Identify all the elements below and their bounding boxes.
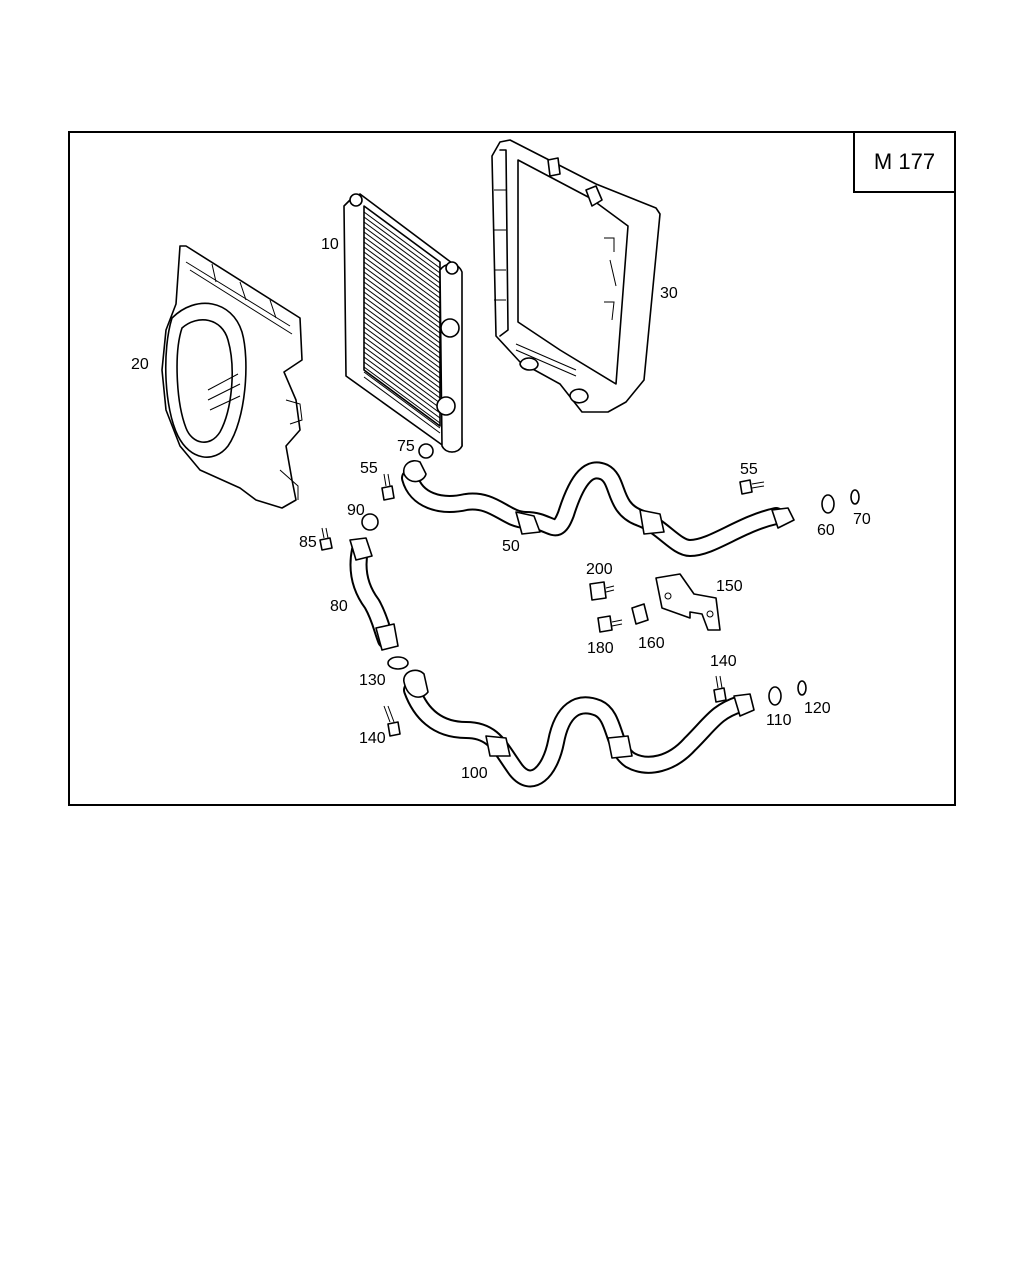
lower-hose-drawing xyxy=(403,669,755,788)
radiator-fin xyxy=(363,296,441,354)
part-label-160: 160 xyxy=(638,635,665,652)
radiator-fin xyxy=(363,346,441,404)
radiator-fin xyxy=(363,256,441,314)
part-label-70: 70 xyxy=(853,511,871,528)
part-labels: 10 20 30 50 55 55 60 70 75 80 85 90 100 … xyxy=(131,236,871,782)
fastener-drawings xyxy=(319,473,765,737)
radiator-fin xyxy=(363,216,441,274)
part-label-85: 85 xyxy=(299,534,317,551)
radiator-fin xyxy=(363,211,441,269)
upper-hose-drawing xyxy=(401,459,795,557)
radiator-fin xyxy=(363,301,441,359)
part-label-10: 10 xyxy=(321,236,339,253)
part-label-100: 100 xyxy=(461,765,488,782)
small-hose-drawing xyxy=(349,537,399,651)
part-label-75: 75 xyxy=(397,438,415,455)
radiator-fin xyxy=(363,251,441,309)
radiator-fin xyxy=(363,221,441,279)
seal-drawings xyxy=(361,443,860,706)
radiator-fin xyxy=(363,366,441,424)
part-label-55-right: 55 xyxy=(740,461,758,478)
radiator-fin xyxy=(363,291,441,349)
part-label-130: 130 xyxy=(359,672,386,689)
bracket-drawing xyxy=(631,573,721,631)
part-label-90: 90 xyxy=(347,502,365,519)
radiator-fin xyxy=(363,316,441,374)
radiator-fin xyxy=(363,341,441,399)
radiator-fin xyxy=(363,371,441,429)
radiator-fin xyxy=(363,331,441,389)
radiator-fin xyxy=(363,271,441,329)
part-label-55-left: 55 xyxy=(360,460,378,477)
model-code: M 177 xyxy=(873,149,936,174)
radiator-fin xyxy=(363,351,441,409)
radiator-fin xyxy=(363,306,441,364)
part-label-110: 110 xyxy=(766,712,792,729)
radiator-fin xyxy=(363,356,441,414)
radiator-fin xyxy=(363,276,441,334)
radiator-fin xyxy=(363,376,441,434)
radiator-fin xyxy=(363,226,441,284)
radiator-fin xyxy=(363,266,441,324)
radiator-fin xyxy=(363,261,441,319)
radiator-fin xyxy=(363,286,441,344)
part-label-200: 200 xyxy=(586,561,613,578)
part-label-50: 50 xyxy=(502,538,520,555)
radiator-fin xyxy=(363,361,441,419)
part-label-20: 20 xyxy=(131,356,149,373)
part-label-60: 60 xyxy=(817,522,835,539)
radiator-fin xyxy=(363,241,441,299)
radiator-fin xyxy=(363,326,441,384)
radiator-fin xyxy=(363,281,441,339)
radiator-fin xyxy=(363,231,441,289)
fan-shroud-drawing xyxy=(161,245,303,509)
radiator-fin xyxy=(363,246,441,304)
part-label-150: 150 xyxy=(716,578,743,595)
radiator-fin xyxy=(363,321,441,379)
part-label-140-left: 140 xyxy=(359,730,386,747)
part-label-180: 180 xyxy=(587,640,614,657)
part-label-140-right: 140 xyxy=(710,653,737,670)
part-label-80: 80 xyxy=(330,598,348,615)
model-code-box: M 177 xyxy=(853,131,956,193)
radiator-fin xyxy=(363,236,441,294)
radiator-fin xyxy=(363,311,441,369)
radiator-drawing xyxy=(343,193,463,453)
part-label-120: 120 xyxy=(804,700,831,717)
module-frame-drawing xyxy=(491,139,661,413)
radiator-fin xyxy=(363,336,441,394)
part-label-30: 30 xyxy=(660,285,678,302)
